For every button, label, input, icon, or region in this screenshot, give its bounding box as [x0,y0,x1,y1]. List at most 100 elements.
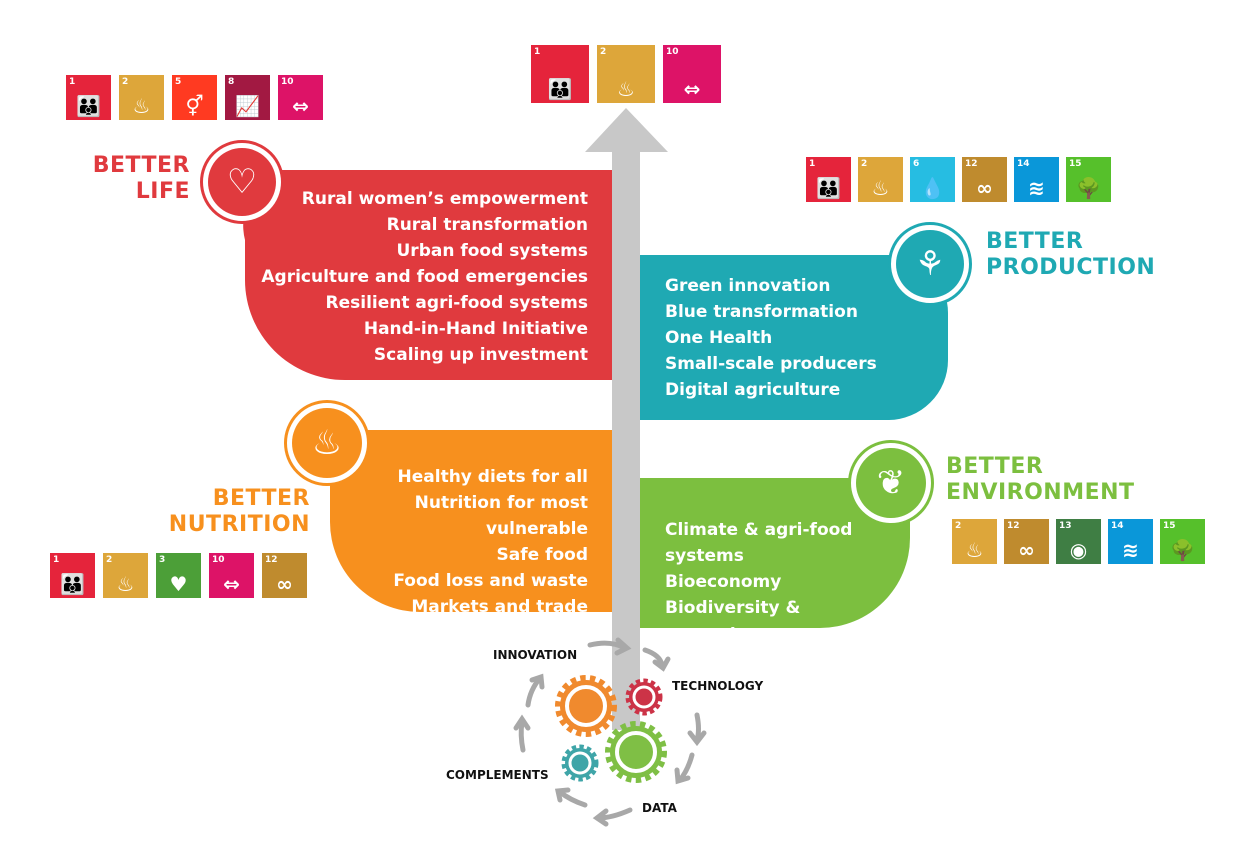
sdg-number: 5 [175,77,182,87]
sdg-number: 14 [1111,521,1124,531]
sdg-15-icon: 🌳 [1076,176,1101,200]
list-item: Rural transformation [386,215,588,235]
sdg-5-tile: 5⚥ [172,75,217,120]
data-label: DATA [642,801,677,815]
list-item: Biodiversity & ecosystems [665,598,801,644]
sdg-8-icon: 📈 [235,94,260,118]
list-item: Resilient agri-food systems [325,293,588,313]
sdg-12-icon: ∞ [276,572,293,596]
sdg-2-icon: ♨ [116,572,135,596]
sdg-number: 6 [913,159,920,169]
sdg-15-icon: 🌳 [1170,538,1195,562]
sdg-12-tile: 12∞ [262,553,307,598]
sdg-number: 15 [1069,159,1082,169]
sdg-number: 1 [534,47,541,57]
sdg-number: 1 [809,159,816,169]
sdg-number: 12 [1007,521,1020,531]
sdg-2-icon: ♨ [965,538,984,562]
sdg-1-tile: 1👪 [531,45,589,103]
sdg-2-icon: ♨ [871,176,890,200]
sdg-number: 13 [1059,521,1072,531]
cycle-arrows [513,637,707,827]
sdg-1-tile: 1👪 [66,75,111,120]
sdg-number: 2 [600,47,607,57]
sdg-number: 2 [861,159,868,169]
heart-icon: ♡ [200,140,284,224]
sdg-number: 15 [1163,521,1176,531]
sdg-number: 10 [281,77,294,87]
better-production-band [640,255,948,420]
sdg-8-tile: 8📈 [225,75,270,120]
sdg-10-tile: 10 ⇔ [663,45,721,103]
better-life-band [243,170,612,380]
sdg-12-icon: ∞ [976,176,993,200]
sdg-number: 12 [965,159,978,169]
sdg-12-icon: ∞ [1018,538,1035,562]
sdg-2-icon: ♨ [132,94,151,118]
sdg-number: 1 [53,555,60,565]
sdg-number: 10 [212,555,225,565]
sdg-1-tile: 1👪 [50,553,95,598]
sdg-14-icon: ≋ [1028,176,1045,200]
list-item: Rural women’s empowerment [301,189,588,209]
sdg-2-tile: 2♨ [597,45,655,103]
sdg-10-tile: 10 ⇔ [278,75,323,120]
list-item: Hand-in-Hand Initiative [363,319,588,339]
sdg-1-icon: 👪 [816,176,841,200]
list-item: Bioeconomy [665,572,782,592]
sdg-14-tile: 14≋ [1014,157,1059,202]
leaf-icon: ❦ [848,440,934,526]
sdg-3-icon: ♥ [169,572,188,596]
list-item: Markets and trade [411,597,588,617]
sdg-10-icon: ⇔ [292,94,309,118]
better-nutrition-band [330,430,612,612]
sdg-10-icon: ⇔ [223,572,240,596]
list-item: Small-scale producers [665,354,877,374]
sdg-number: 8 [228,77,235,87]
sdg-10-icon: ⇔ [683,77,701,101]
sdg-6-icon: 💧 [920,176,945,200]
sdg-13-tile: 13 ◉ [1056,519,1101,564]
sdg-number: 2 [122,77,129,87]
sdg-2-tile: 2♨ [103,553,148,598]
sdg-1-tile: 1👪 [806,157,851,202]
sdg-15-tile: 15 🌳 [1066,157,1111,202]
sdg-14-tile: 14≋ [1108,519,1153,564]
sdg-2-tile: 2♨ [858,157,903,202]
sdg-number: 3 [159,555,166,565]
arrow-head [585,108,668,152]
list-item: One Health [665,328,773,348]
arrow-shaft [612,150,640,730]
plant-icon: ⚘ [888,222,972,306]
list-item: Food loss and waste [393,571,588,591]
sdg-3-tile: 3♥ [156,553,201,598]
list-item: Blue transformation [665,302,858,322]
technology-label: TECHNOLOGY [672,679,764,693]
sdg-15-tile: 15 🌳 [1160,519,1205,564]
sdg-13-icon: ◉ [1069,538,1088,562]
sdg-number: 10 [666,47,679,57]
sdg-2-tile: 2♨ [952,519,997,564]
sdg-number: 2 [955,521,962,531]
list-item: Agriculture and food emergencies [261,267,588,287]
sdg-12-tile: 12 ∞ [962,157,1007,202]
sdg-10-tile: 10 ⇔ [209,553,254,598]
sdg-number: 1 [69,77,76,87]
sdg-6-tile: 6💧 [910,157,955,202]
list-item: Climate & agri-food systems [665,520,853,566]
innovation-label: INNOVATION [493,648,578,662]
sdg-1-icon: 👪 [60,572,85,596]
sdg-2-icon: ♨ [617,77,635,101]
sdg-1-icon: 👪 [547,77,573,101]
sdg-12-tile: 12 ∞ [1004,519,1049,564]
food-bowl-icon: ♨ [284,400,370,486]
